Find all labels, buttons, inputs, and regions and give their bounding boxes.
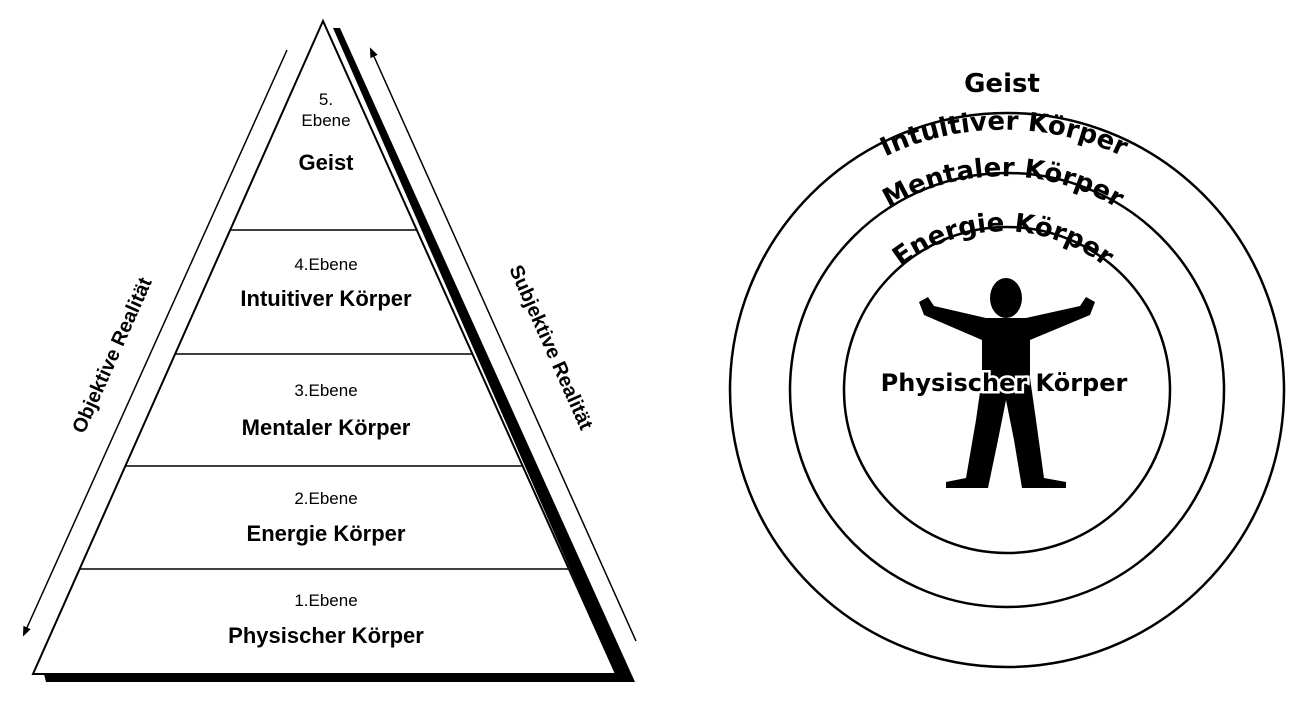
level-2-name: Energie Körper xyxy=(247,521,406,546)
pyramid: 5. Ebene Geist 4.Ebene Intuitiver Körper… xyxy=(22,18,637,682)
level-3-name: Mentaler Körper xyxy=(242,415,411,440)
human-figure-icon xyxy=(919,278,1095,488)
level-1-name: Physischer Körper xyxy=(228,623,424,648)
level-3-number: 3.Ebene xyxy=(294,381,357,400)
level-1-number: 1.Ebene xyxy=(294,591,357,610)
subjective-reality-label: Subjektive Realität xyxy=(504,262,597,434)
middle-ring-label: Mentaler Körper xyxy=(878,153,1129,214)
subjective-arrow xyxy=(369,47,637,642)
level-4-name: Intuitiver Körper xyxy=(240,286,412,311)
geist-label: Geist xyxy=(964,69,1040,99)
level-5-number-line2: Ebene xyxy=(301,111,350,130)
inner-circle xyxy=(842,225,1172,555)
level-5-number: 5. xyxy=(319,90,333,109)
level-2-number: 2.Ebene xyxy=(294,489,357,508)
inner-ring-label: Energie Körper xyxy=(887,208,1119,272)
body-circles: Geist Intuitiver Körper Mentaler Körper … xyxy=(728,69,1286,669)
outer-circle xyxy=(728,111,1286,669)
objective-arrow xyxy=(22,49,288,637)
pyramid-outline xyxy=(31,18,618,675)
middle-circle xyxy=(788,171,1226,609)
physical-body-label: Physischer Körper xyxy=(881,369,1128,397)
objective-reality-label: Objektive Realität xyxy=(68,274,157,437)
level-4-number: 4.Ebene xyxy=(294,255,357,274)
level-5-name: Geist xyxy=(298,150,354,175)
